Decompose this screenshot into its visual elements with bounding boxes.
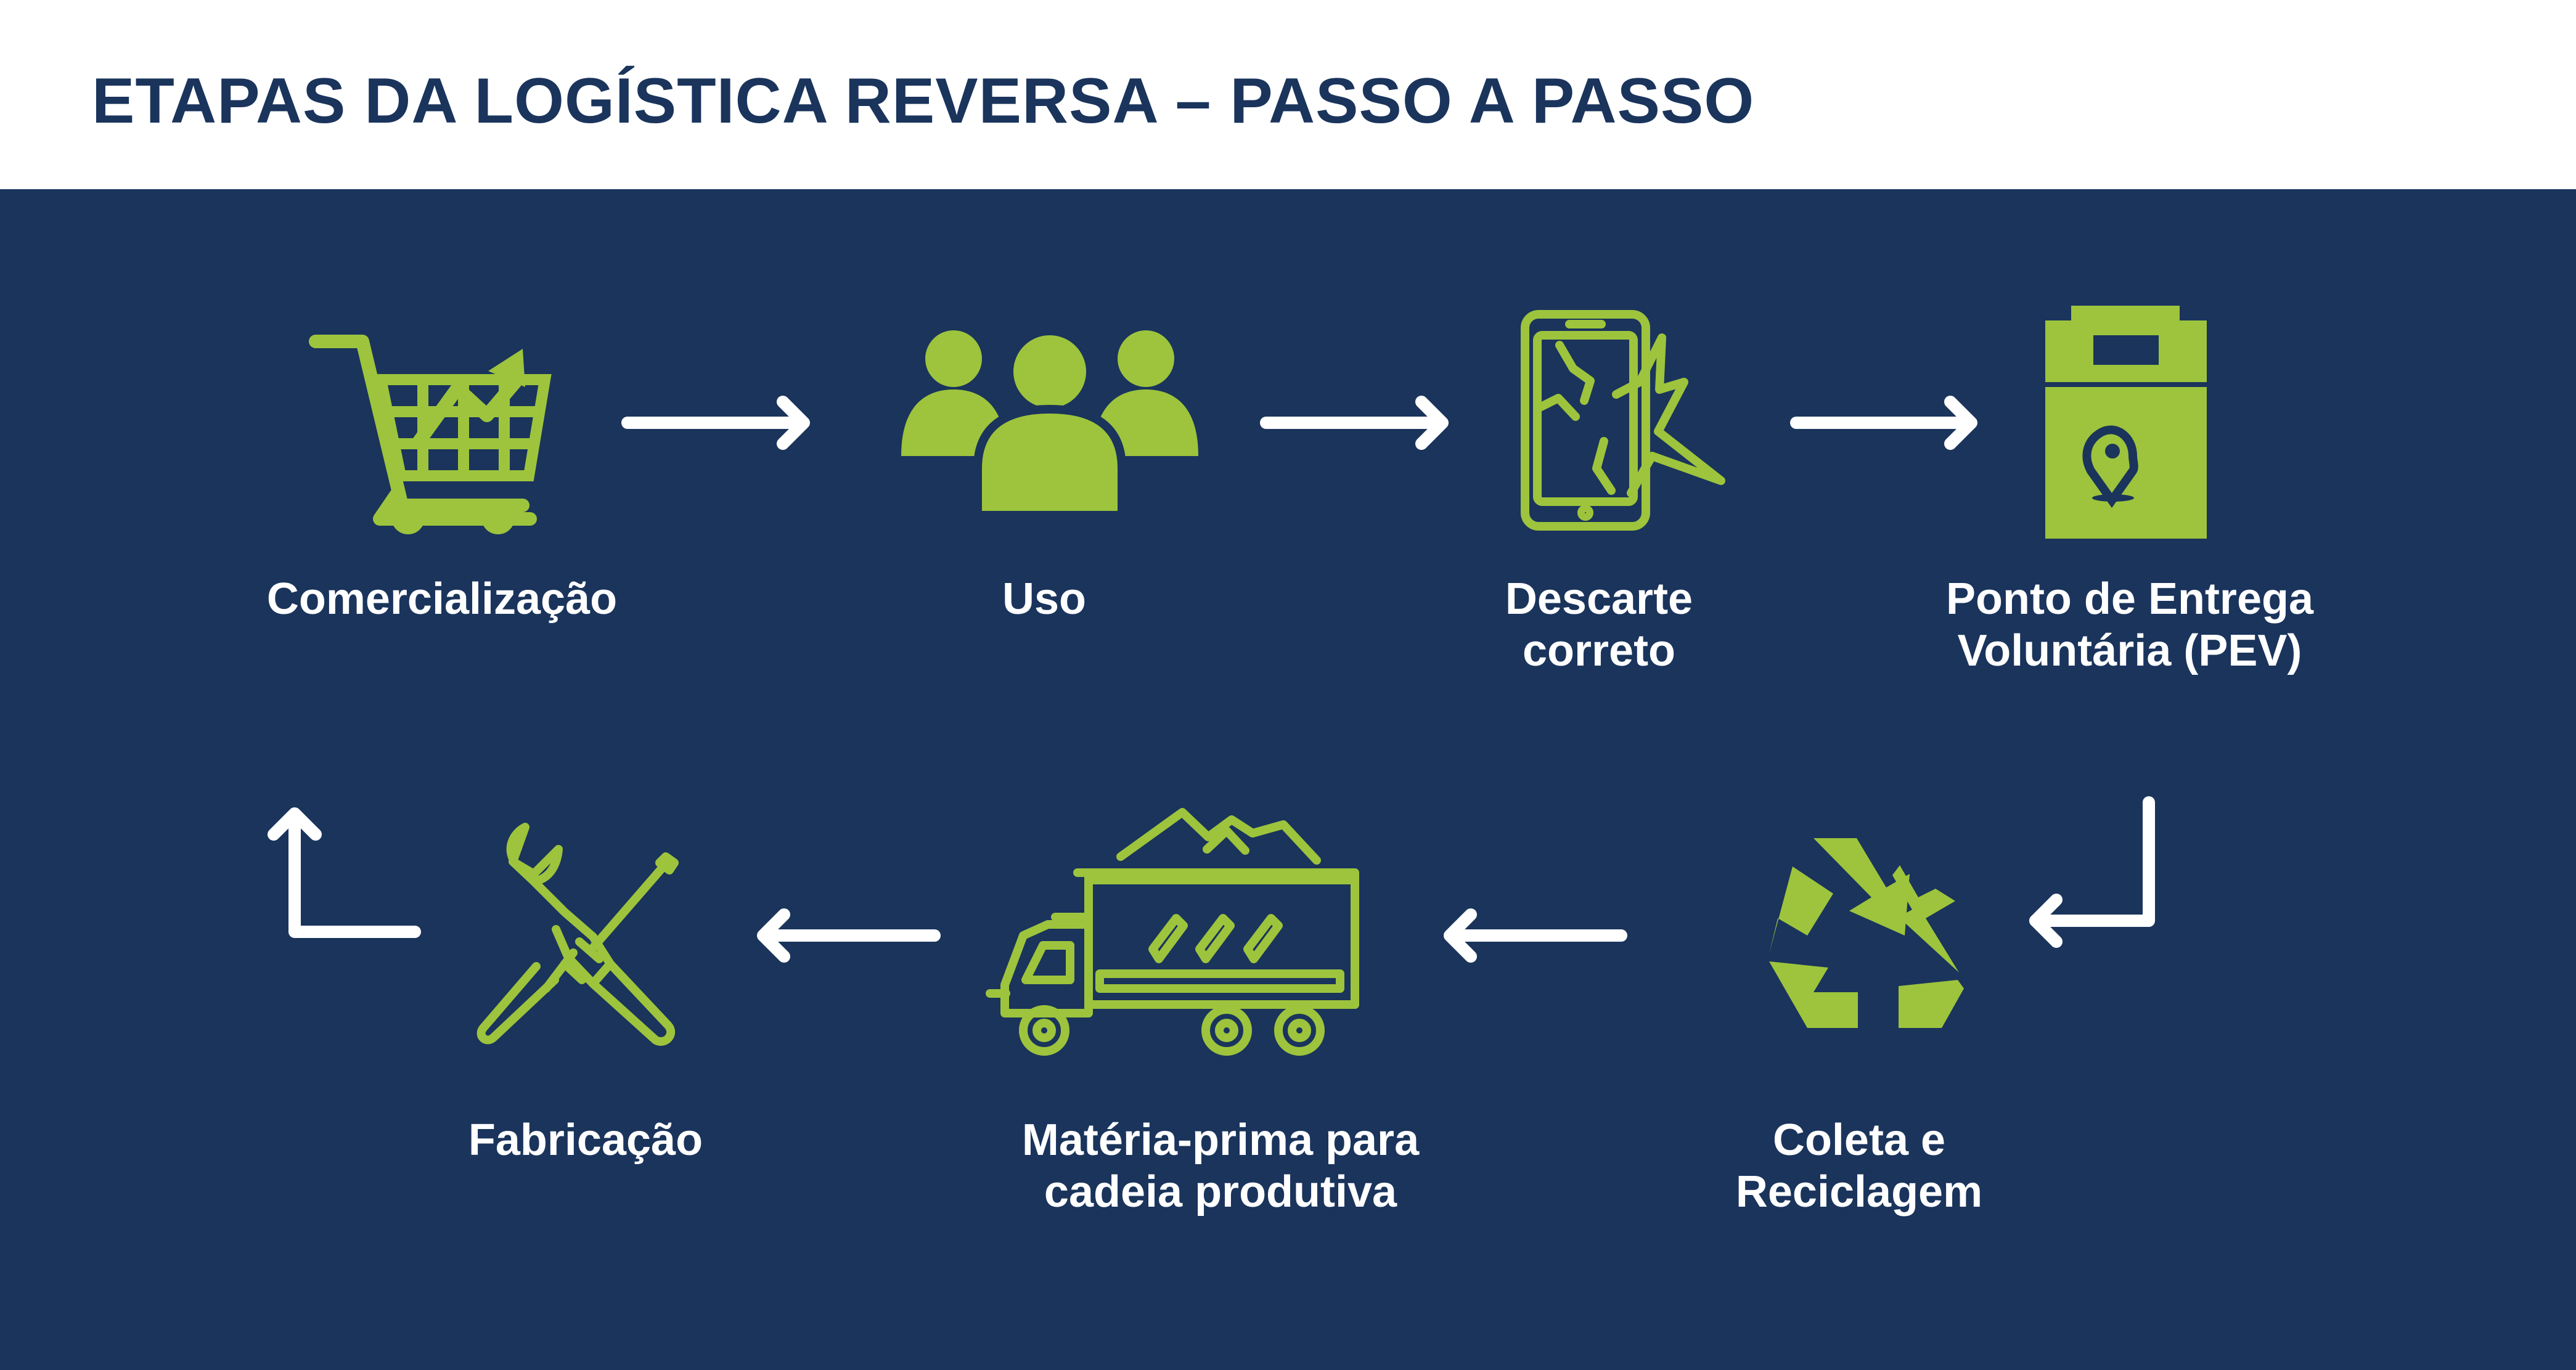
step-label-line: Uso [1002,574,1087,624]
arrow-right-icon [1260,396,1449,450]
step-label-pev: Ponto de Entrega Voluntária (PEV) [1852,573,2407,677]
step-label-line: Ponto de Entrega [1945,574,2314,624]
step-label-line: cadeia produtiva [1044,1167,1397,1217]
shopping-cart-icon [309,335,552,534]
arrow-right-icon [621,396,810,450]
arrow-turn-up-icon [268,807,421,938]
people-group-icon [901,327,1198,520]
step-label-line: Comercialização [266,574,618,624]
step-label-line: Voluntária (PEV) [1957,626,2302,675]
tools-icon [476,823,679,1046]
page-title: ETAPAS DA LOGÍSTICA REVERSA – PASSO A PA… [92,65,1755,137]
step-label-reciclagem: Coleta e Reciclagem [1582,1114,2136,1218]
step-label-line: Fabricação [468,1115,703,1165]
arrow-turn-down-left-icon [2029,796,2155,948]
broken-phone-icon [1521,310,1725,531]
collection-bin-icon [2045,306,2207,539]
step-label-uso: Uso [767,573,1322,625]
step-label-line: Reciclagem [1735,1167,1983,1217]
arrow-left-icon [757,908,941,963]
step-label-line: correto [1522,626,1676,675]
step-label-materia-prima: Matéria-prima para cadeia produtiva [943,1114,1498,1218]
arrow-left-icon [1444,908,1627,963]
recycle-icon [1769,838,1964,1028]
step-label-line: Matéria-prima para [1021,1115,1420,1165]
step-label-line: Coleta e [1772,1115,1946,1165]
step-label-fabricacao: Fabricação [308,1114,863,1166]
step-label-comercializacao: Comercialização [165,573,719,625]
step-label-descarte: Descarte correto [1322,573,1876,677]
step-label-line: Descarte [1505,574,1693,624]
dump-truck-icon [986,808,1359,1056]
arrow-right-icon [1790,396,1977,450]
diagram-panel [0,189,2576,1370]
